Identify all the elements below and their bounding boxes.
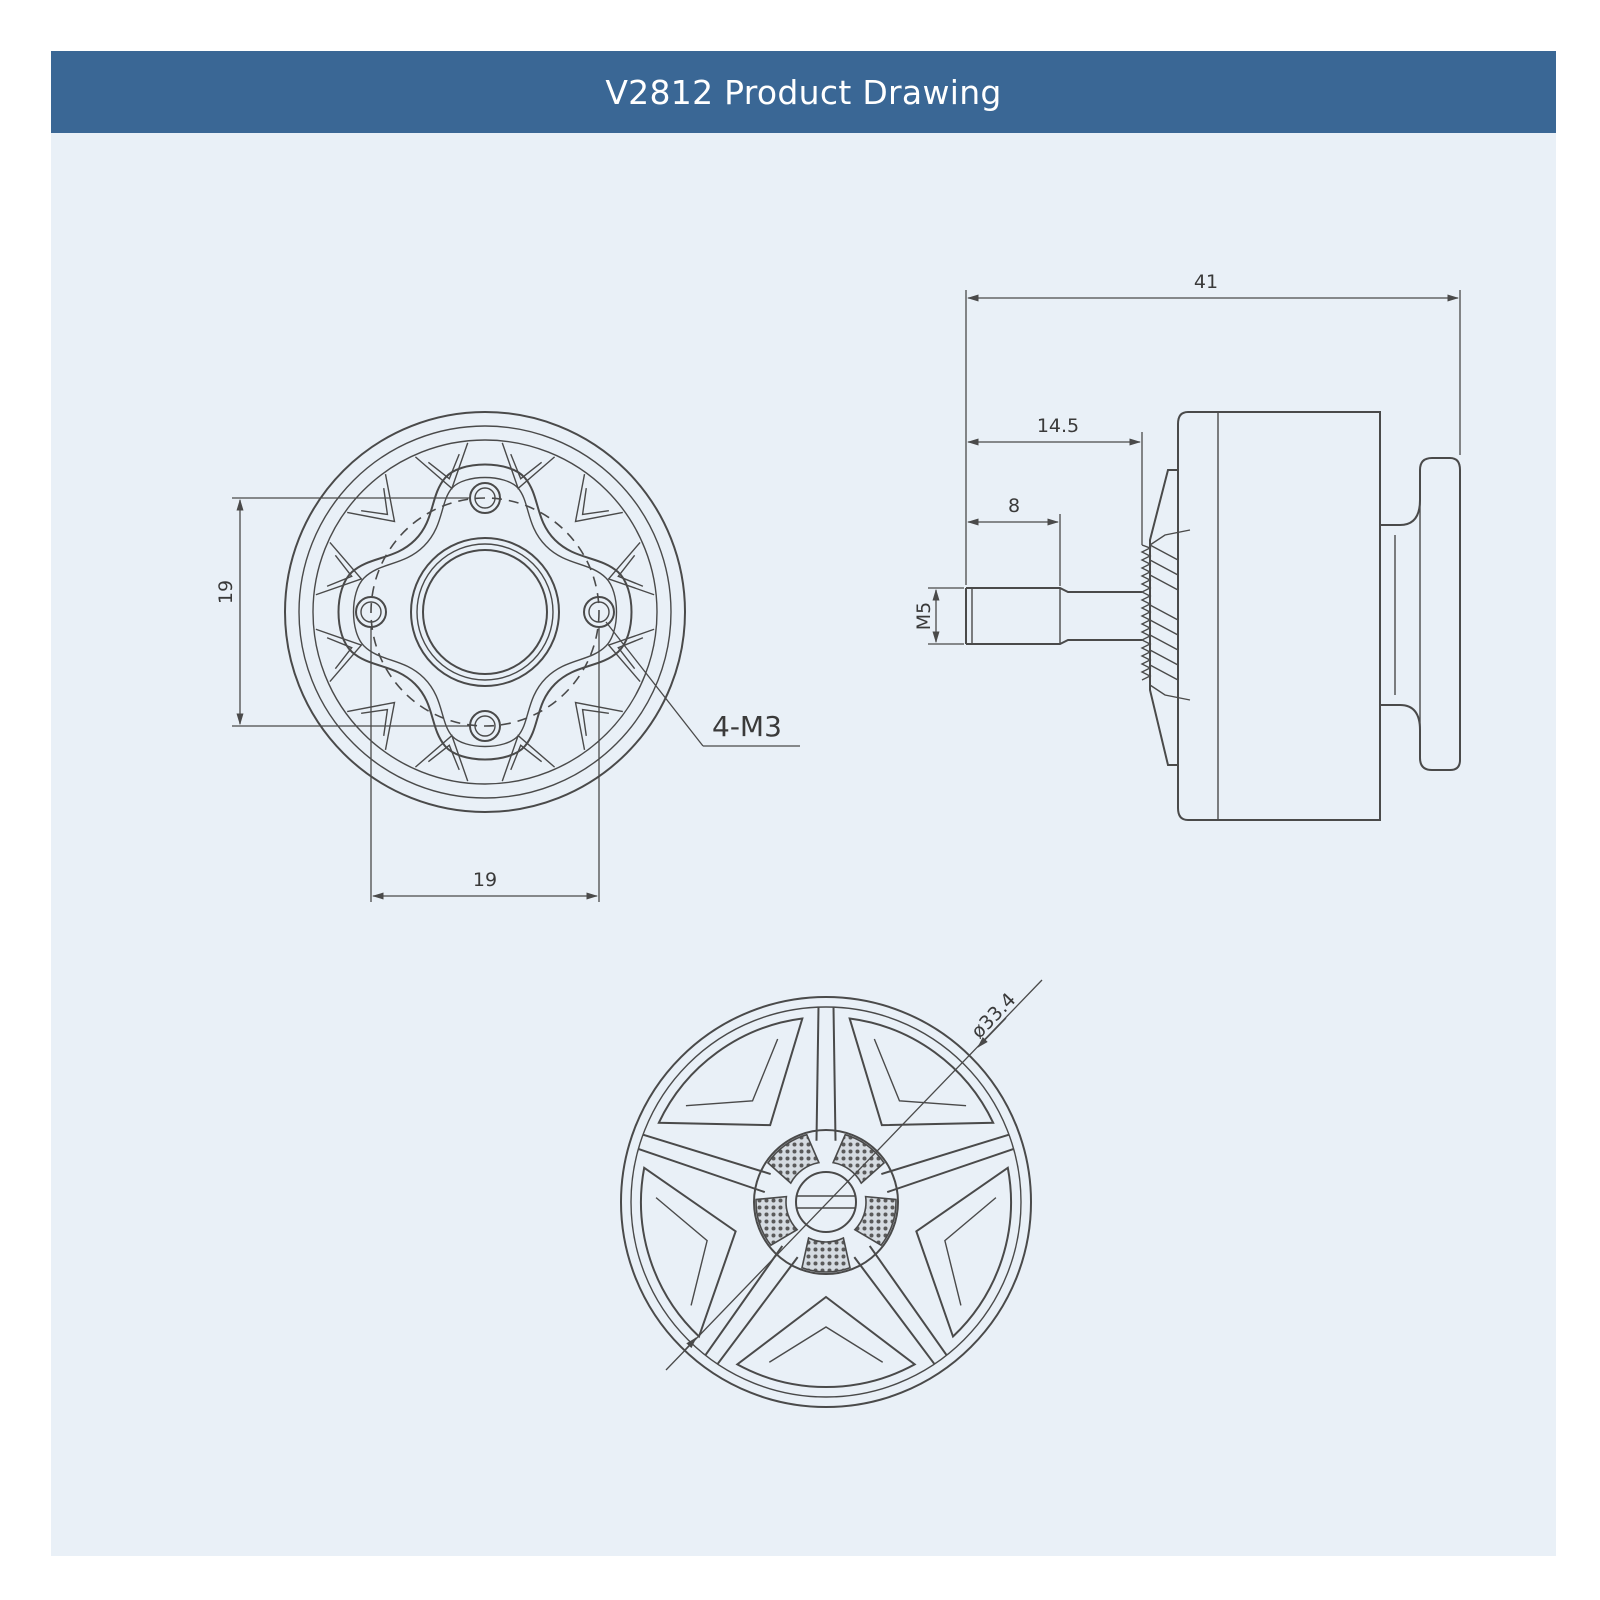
top-view-outline <box>620 996 1032 1408</box>
bottom-view-rib-inner <box>617 637 644 670</box>
top-view-knurl <box>853 1195 897 1247</box>
motor-bell <box>1177 411 1381 821</box>
bottom-view-rib-inner <box>361 708 389 736</box>
bottom-view-rib-inner <box>581 708 609 736</box>
dim-horizontal-label: 19 <box>473 869 497 891</box>
bottom-view-rib <box>574 701 623 750</box>
bottom-view-rib <box>315 541 363 596</box>
dim-thread-length: 8 <box>966 495 1061 586</box>
top-view-window-rib <box>873 1038 967 1107</box>
dim-thread-label: M5 <box>913 602 935 630</box>
top-view-knurl <box>755 1195 799 1247</box>
top-view-spoke <box>638 1147 766 1194</box>
bottom-view-rib <box>607 628 655 683</box>
dim-diameter: ø33.4 <box>665 979 1043 1371</box>
bottom-view-outline <box>284 411 686 813</box>
drawing-panel <box>51 51 1556 1556</box>
top-view-spoke <box>704 1245 784 1356</box>
top-view-spoke <box>642 1133 771 1175</box>
bottom-view-rib <box>347 701 396 750</box>
top-view-spoke <box>868 1245 948 1356</box>
dim-shaft-to-base: 14.5 <box>966 415 1143 545</box>
bottom-view-rib-inner <box>361 488 389 516</box>
side-view: 41 14.5 8 M5 <box>913 271 1461 821</box>
dim-thread-length-label: 8 <box>1008 495 1020 517</box>
motor-base <box>1380 457 1461 771</box>
dim-diameter-label: ø33.4 <box>967 989 1020 1043</box>
top-view-window-rib <box>768 1326 884 1363</box>
bottom-view-rib <box>347 474 396 523</box>
top-view-spoke <box>815 1007 820 1141</box>
prop-mount-cone <box>1140 469 1191 766</box>
bottom-view-rib-inner <box>427 744 460 771</box>
bottom-view: 19 19 4-M3 <box>215 411 800 902</box>
shaft <box>965 587 1142 645</box>
bottom-view-rib-inner <box>617 554 644 587</box>
bottom-view-rib-inner <box>581 488 609 516</box>
bottom-view-center-bore <box>410 537 560 687</box>
top-view-hub-ring <box>753 1129 899 1275</box>
hole-callout: 4-M3 <box>605 621 800 747</box>
dim-total-length-label: 41 <box>1194 271 1218 293</box>
bottom-view-rib <box>607 541 655 596</box>
bottom-view-mount-plate <box>337 463 633 761</box>
bottom-view-rib-inner <box>510 453 543 480</box>
dim-horizontal-19: 19 <box>370 627 600 902</box>
top-view-window <box>640 1166 737 1339</box>
top-view-window <box>915 1166 1012 1339</box>
top-view-spoke <box>881 1133 1010 1175</box>
top-view-knurl <box>831 1133 886 1185</box>
bottom-view-spokes <box>315 442 655 782</box>
bottom-view-rib <box>574 474 623 523</box>
top-view-window <box>735 1295 917 1388</box>
top-view-spoke <box>886 1147 1014 1194</box>
top-view-hub <box>753 1129 899 1275</box>
top-view-window <box>848 1017 995 1127</box>
bottom-view-rib-inner <box>326 554 353 587</box>
top-view-knurl <box>801 1236 851 1273</box>
top-view-knurl <box>766 1133 821 1185</box>
top-view-spokes <box>638 1007 1014 1388</box>
bottom-view-rib-inner <box>427 453 460 480</box>
dim-vertical-label: 19 <box>215 580 237 604</box>
bottom-view-rib-inner <box>326 637 353 670</box>
dim-vertical-19: 19 <box>215 497 470 727</box>
top-view: ø33.4 <box>620 979 1043 1408</box>
dim-total-length: 41 <box>965 271 1461 585</box>
bottom-view-rib <box>315 628 363 683</box>
top-view-spoke <box>853 1256 936 1365</box>
dim-shaft-to-base-label: 14.5 <box>1037 415 1079 437</box>
top-view-spoke <box>716 1256 799 1365</box>
top-view-shaft <box>795 1171 857 1233</box>
top-view-window-rib <box>685 1038 779 1107</box>
header-bar: V2812 Product Drawing <box>51 51 1556 133</box>
top-view-window-rib <box>944 1197 997 1306</box>
dim-thread: M5 <box>913 587 964 645</box>
bolt-circle <box>370 497 600 727</box>
bottom-view-rib-inner <box>510 744 543 771</box>
hole-callout-label: 4-M3 <box>712 710 782 743</box>
top-view-window <box>657 1017 804 1127</box>
top-view-window-rib <box>655 1197 708 1306</box>
top-view-spoke <box>832 1007 837 1141</box>
page-title: V2812 Product Drawing <box>605 72 1002 112</box>
